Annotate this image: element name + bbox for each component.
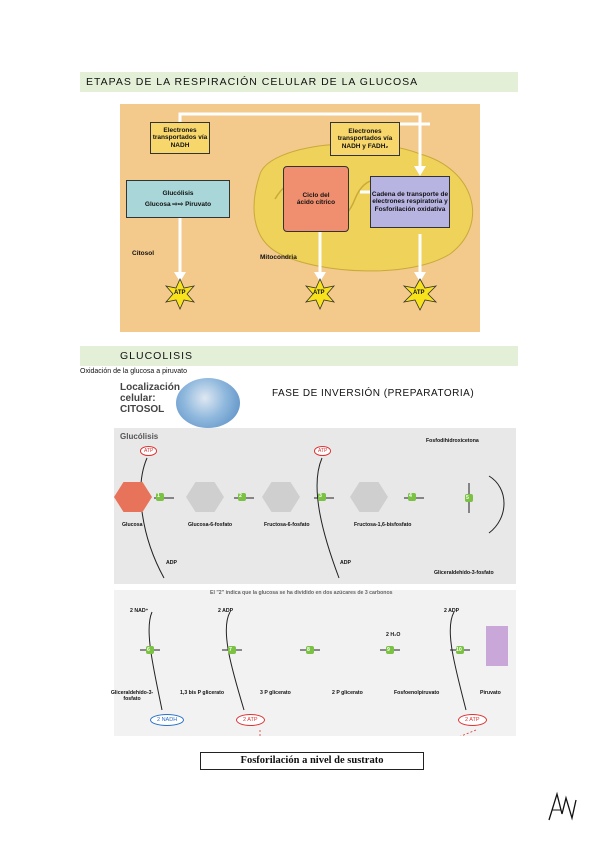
step-8: 8 — [307, 647, 310, 653]
step-6: 6 — [147, 647, 150, 653]
compound-13bpg: 1,3 bis P glicerato — [180, 690, 225, 696]
adp-label-a: 2 ADP — [218, 608, 234, 614]
compound-gliceraldehido: Gliceraldehído-3-fosfato — [434, 570, 494, 576]
atp-label-2: ATP — [313, 290, 325, 296]
step-10: 10 — [456, 647, 462, 653]
krebs-cycle-box: Ciclo del ácido cítrico — [283, 166, 349, 232]
step-4: 4 — [409, 493, 412, 499]
respiration-diagram: Electrones transportados vía NADH Electr… — [120, 104, 480, 332]
section-title: GLUCOLISIS — [120, 350, 194, 362]
compound-gliceraldehido3p: Gliceraldehído-3-fosfato — [110, 690, 154, 702]
compound-glucosa: Glucosa — [122, 522, 143, 528]
location-block: Localización celular: CITOSOL — [120, 382, 200, 415]
compound-3pg: 3 P glicerato — [260, 690, 291, 696]
nadh-produced: 2 NADH — [150, 714, 185, 726]
glucosa-to-piruvato: Glucosa ⇨⇨ Piruvato — [144, 201, 212, 208]
compound-glucosa6p: Glucosa-6-fosfato — [188, 522, 233, 528]
atp-produced-2: 2 ATP — [458, 714, 487, 726]
fructosa6p-hexagon — [262, 482, 300, 512]
step-2: 2 — [239, 493, 242, 499]
box-electrons-nadh-fadh: Electrones transportados vía NADH y FADH… — [330, 122, 400, 156]
step-5: 5 — [466, 495, 469, 501]
compound-pep: Fosfoenolpiruvato — [394, 690, 440, 696]
fase-title: FASE DE INVERSIÓN (PREPARATORIA) — [272, 388, 475, 399]
step-9: 9 — [387, 647, 390, 653]
glucolisis-investment-diagram: Glucólisis ATP ATP Glucosa Glucosa-6-fos… — [114, 428, 516, 584]
compound-2pg: 2 P glicerato — [332, 690, 363, 696]
glucolisis-box: Glucólisis Glucosa ⇨⇨ Piruvato — [126, 180, 230, 218]
citosol-label: Citosol — [132, 250, 155, 257]
nad-label: 2 NAD⁺ — [130, 608, 149, 614]
cell-image — [176, 378, 240, 428]
glucolisis-subtitle: Oxidación de la glucosa a piruvato — [80, 368, 188, 375]
sustrato-banner: Fosforilación a nivel de sustrato — [200, 752, 424, 770]
step-7: 7 — [229, 647, 232, 653]
atp-consumed-1: ATP — [140, 446, 158, 456]
box-electrons-nadh: Electrones transportados vía NADH — [150, 122, 210, 154]
atp-produced-1: 2 ATP — [236, 714, 265, 726]
adp-label-1: ADP — [166, 560, 177, 566]
split-note: El "2" indica que la glucosa se ha divid… — [210, 590, 393, 596]
compound-fructosa16bp: Fructosa-1,6-bisfosfato — [354, 522, 412, 528]
adp-label-2: ADP — [340, 560, 351, 566]
compound-piruvato: Piruvato — [480, 690, 501, 696]
section-header-glucolisis: GLUCOLISIS — [80, 346, 518, 366]
signature — [548, 791, 577, 821]
location-value: CITOSOL — [120, 404, 165, 415]
section-title: ETAPAS DE LA RESPIRACIÓN CELULAR DE LA G… — [86, 76, 419, 88]
mitocondria-label: Mitocondria — [260, 254, 297, 261]
step-1: 1 — [157, 493, 160, 499]
compound-fructosa6p: Fructosa-6-fosfato — [264, 522, 310, 528]
section-header-respiracion: ETAPAS DE LA RESPIRACIÓN CELULAR DE LA G… — [80, 72, 518, 92]
compound-fosfodihidroxicetona: Fosfodihidroxicetona — [426, 438, 479, 444]
step-3: 3 — [319, 493, 322, 499]
diagram-title: Glucólisis — [120, 432, 159, 441]
location-label: Localización celular: — [120, 382, 181, 404]
adp-label-b: 2 ADP — [444, 608, 460, 614]
glucolisis-payoff-diagram: El "2" indica que la glucosa se ha divid… — [111, 590, 516, 736]
atp-label-1: ATP — [174, 290, 186, 296]
atp-consumed-2: ATP — [314, 446, 332, 456]
investment-lines — [140, 457, 505, 579]
fructosa16bp-hexagon — [350, 482, 388, 512]
electron-transport-box: Cadena de transporte de electrones respi… — [370, 176, 450, 228]
payoff-lines — [140, 611, 508, 736]
atp-label-3: ATP — [413, 290, 425, 296]
water-label: 2 H₂O — [386, 632, 401, 638]
